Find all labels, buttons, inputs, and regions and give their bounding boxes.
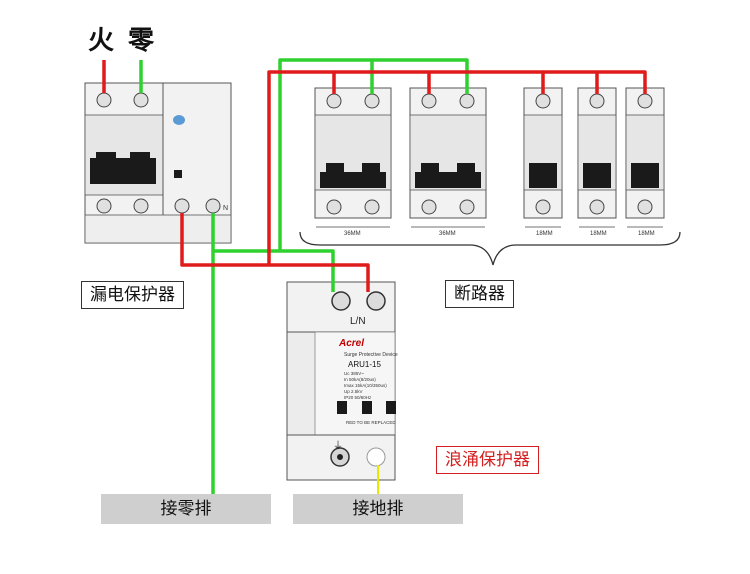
breaker-width-5: 18MM [638,231,655,237]
live-wires [102,60,647,292]
breaker-width-1: 36MM [344,231,361,237]
rcd-terminal-mark: N [223,205,229,212]
neutral-wires [139,58,469,495]
spd-brand: Acrel [339,338,364,349]
spd-spec-1: Uc 385V~ [344,371,364,376]
spd-brand-text: Acrel [339,338,365,349]
breaker-label: 断路器 [445,280,514,308]
breaker-width-3: 18MM [536,231,553,237]
ground-symbol-icon: ⏚ [333,441,343,452]
neutral-label: 零 [128,26,155,56]
rcd-device [84,82,232,244]
live-label: 火 [88,26,115,56]
spd-replace-text: RED TO BE REPLACED [346,420,396,425]
breaker-group [299,87,681,266]
breaker-width-4: 18MM [590,231,607,237]
neutral-bar: 接零排 [101,494,271,524]
rcd-label: 漏电保护器 [81,281,184,309]
spd-terminal-label: L/N [350,316,366,327]
spd-spec-5: IP20 50/60Hz [344,395,372,400]
spd-device [286,281,396,481]
spd-spec-3: Imax 15kA(10/350us) [344,383,387,388]
breaker-width-2: 36MM [439,231,456,237]
spd-model: ARU1-15 [348,360,381,369]
ground-bar: 接地排 [293,494,463,524]
spd-label: 浪涌保护器 [436,446,539,474]
spd-spec-4: Up 2.5kV [344,389,363,394]
spd-spec-2: In 50kA(8/20us) [344,377,376,382]
rcd-test-button [173,115,185,125]
spd-type-text: Surge Protective Device [344,352,398,358]
